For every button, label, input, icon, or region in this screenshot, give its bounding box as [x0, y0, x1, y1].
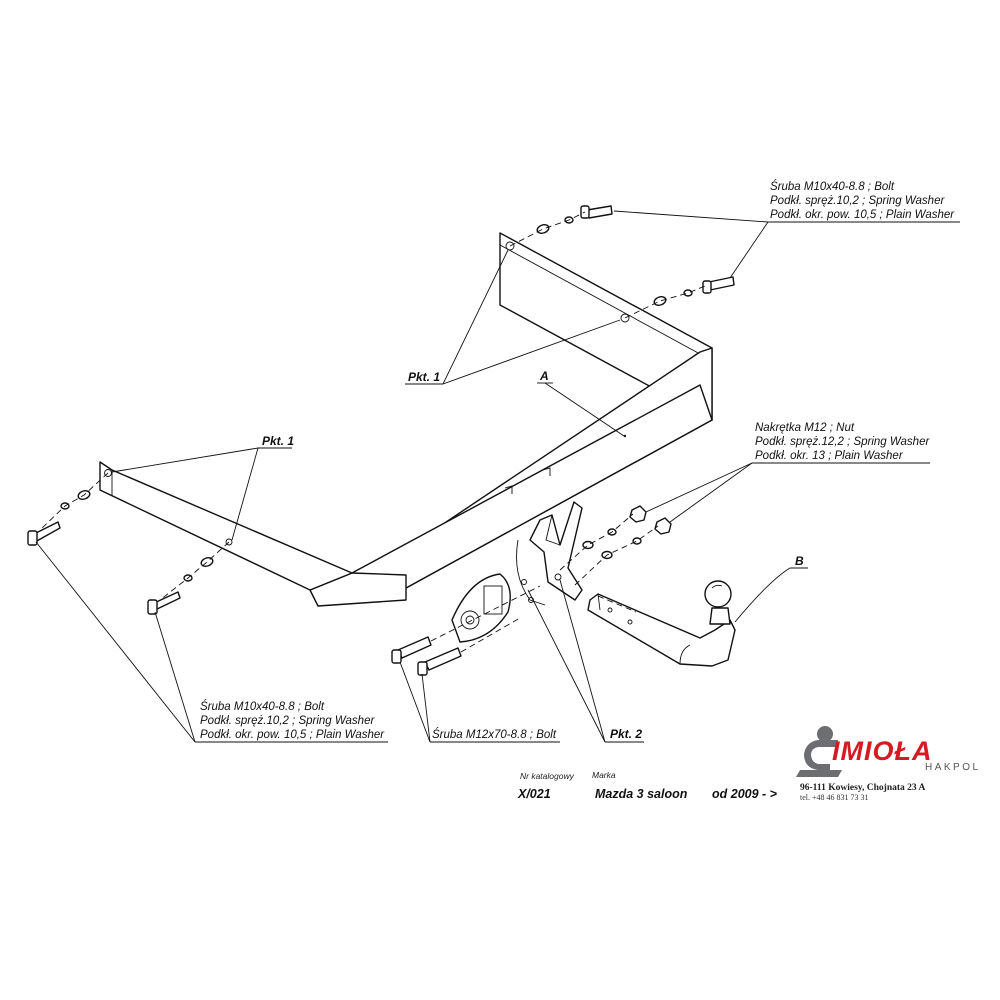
catalog-nr-label: Nr katalogowy: [520, 771, 575, 781]
bolt-m12-label: Śruba M12x70-8.8 ; Bolt: [432, 728, 557, 741]
callout-line: Śruba M10x40-8.8 ; Bolt: [770, 180, 895, 193]
brand-sub: HAKPOL: [925, 762, 981, 773]
callout-top-right: Śruba M10x40-8.8 ; Bolt Podkł. spręż.10,…: [770, 180, 955, 221]
part-b-label: B: [795, 554, 804, 568]
callout-line: Podkł. okr. pow. 10,5 ; Plain Washer: [200, 729, 385, 741]
pkt1-top-label: Pkt. 1: [408, 370, 440, 384]
ball-arm: [587, 580, 736, 667]
catalog-info: Nr katalogowy Marka X/021 Mazda 3 saloon…: [517, 770, 778, 801]
catalog-marka-label: Marka: [592, 770, 616, 780]
socket-plate: [451, 573, 511, 643]
callout-line: Podkł. okr. pow. 10,5 ; Plain Washer: [770, 209, 955, 221]
catalog-nr-value: X/021: [517, 787, 551, 801]
leader-lines: [35, 210, 960, 743]
pkt1-left-label: Pkt. 1: [262, 434, 294, 448]
callout-line: Śruba M10x40-8.8 ; Bolt: [200, 700, 325, 713]
catalog-year: od 2009 - >: [712, 787, 778, 801]
brand-name: IMIOŁA: [832, 736, 933, 766]
callout-line: Podkł. spręż.10,2 ; Spring Washer: [770, 195, 945, 207]
pkt2-label: Pkt. 2: [610, 727, 642, 741]
brand-logo: IMIOŁA HAKPOL 96-111 Kowiesy, Chojnata 2…: [796, 726, 981, 802]
catalog-marka-value: Mazda 3 saloon: [595, 787, 688, 801]
hook-logo-icon: [796, 726, 842, 777]
callout-nut: Nakrętka M12 ; Nut Podkł. spręż.12,2 ; S…: [755, 422, 930, 462]
part-a-label: A: [539, 369, 549, 383]
callout-line: Podkł. okr. 13 ; Plain Washer: [755, 450, 904, 462]
main-beam: [99, 232, 713, 607]
brand-address: 96-111 Kowiesy, Chojnata 23 A: [800, 783, 925, 793]
callout-bottom-left: Śruba M10x40-8.8 ; Bolt Podkł. spręż.10,…: [200, 700, 385, 741]
callout-line: Podkł. spręż.12,2 ; Spring Washer: [755, 436, 930, 448]
brand-tel: tel. +48 46 831 73 31: [800, 793, 869, 802]
callout-line: Podkł. spręż.10,2 ; Spring Washer: [200, 715, 375, 727]
center-bracket: [516, 501, 583, 606]
assembly-lines: [39, 211, 706, 653]
callout-line: Nakrętka M12 ; Nut: [755, 422, 855, 434]
